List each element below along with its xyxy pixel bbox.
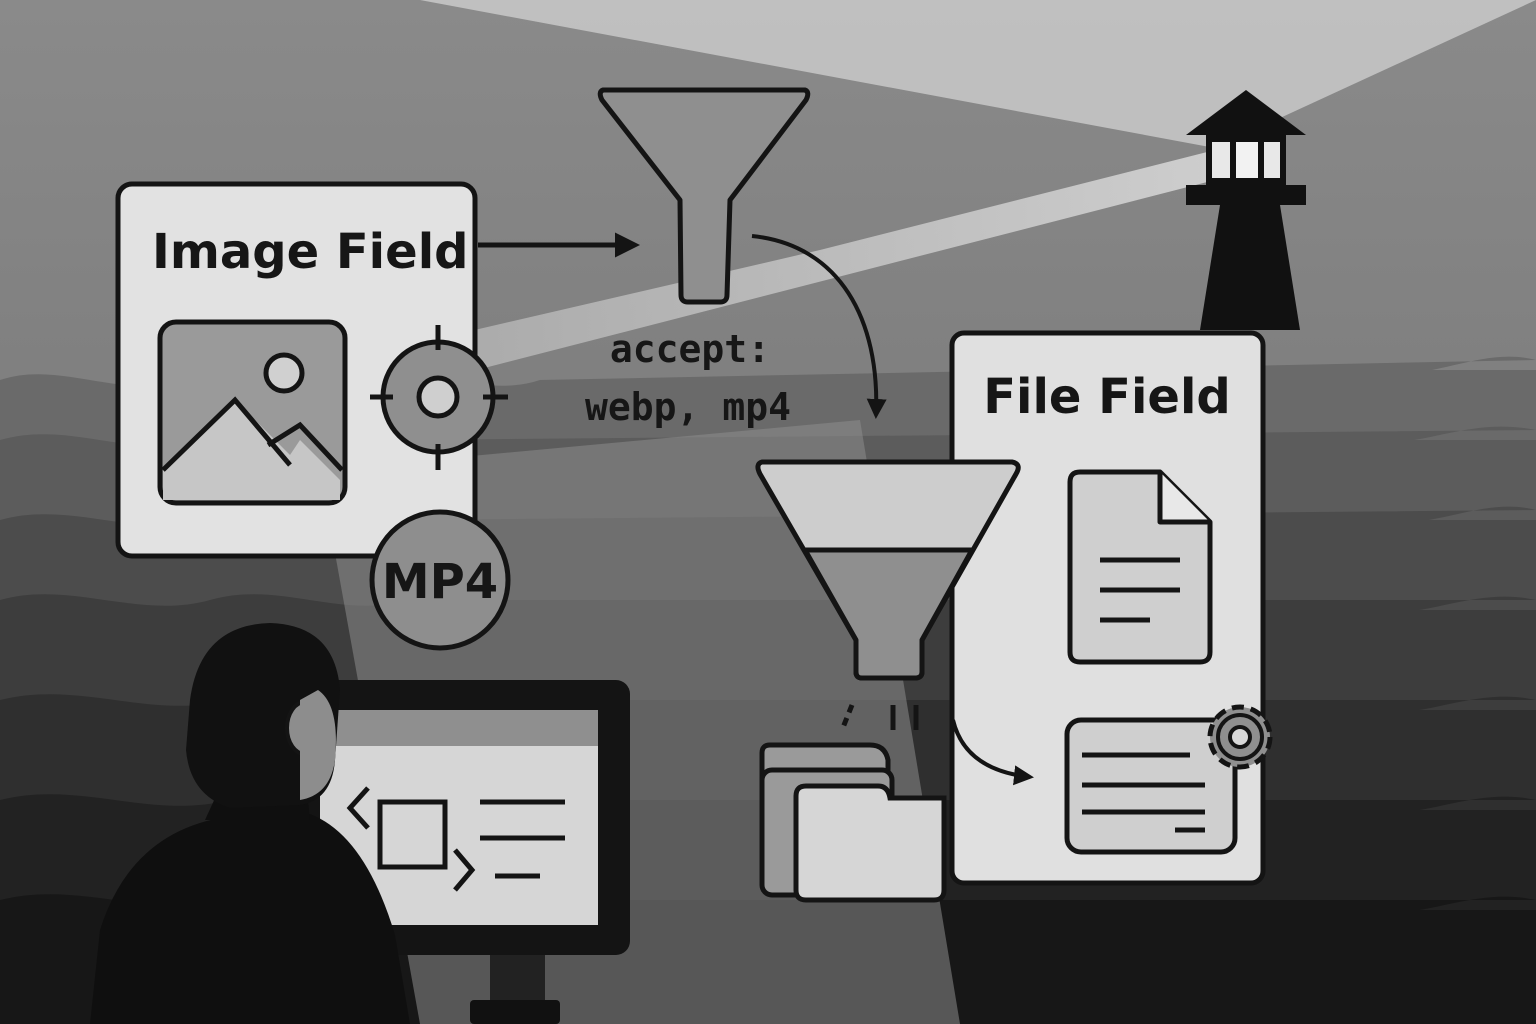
document-icon xyxy=(1067,469,1213,665)
arrow-to-second-filter xyxy=(751,234,887,419)
file-field-card: File Field xyxy=(949,330,1273,886)
file-field-title: File Field xyxy=(983,369,1231,425)
accept-rule: accept: webp, mp4 xyxy=(585,327,791,429)
beam-lower xyxy=(0,150,1215,520)
image-icon xyxy=(157,319,348,506)
filter-funnel-icon xyxy=(597,87,811,305)
image-field-card: Image Field MP4 xyxy=(115,181,511,651)
target-icon xyxy=(370,325,508,470)
filter-output-marks xyxy=(839,704,919,731)
file-settings-icon xyxy=(1064,717,1238,855)
arrow-to-file-field xyxy=(951,719,1034,786)
accept-rule-label: accept: xyxy=(610,327,770,371)
accept-rule-types: webp, mp4 xyxy=(585,385,791,429)
folder-icon xyxy=(759,742,947,903)
second-filter-funnel-icon xyxy=(755,459,1021,681)
developer-figure xyxy=(90,623,630,1024)
image-field-title: Image Field xyxy=(152,224,469,280)
mp4-badge: MP4 xyxy=(369,509,511,651)
gear-icon xyxy=(1207,704,1273,770)
mp4-badge-label: MP4 xyxy=(382,554,498,610)
lighthouse-icon xyxy=(1186,90,1306,330)
